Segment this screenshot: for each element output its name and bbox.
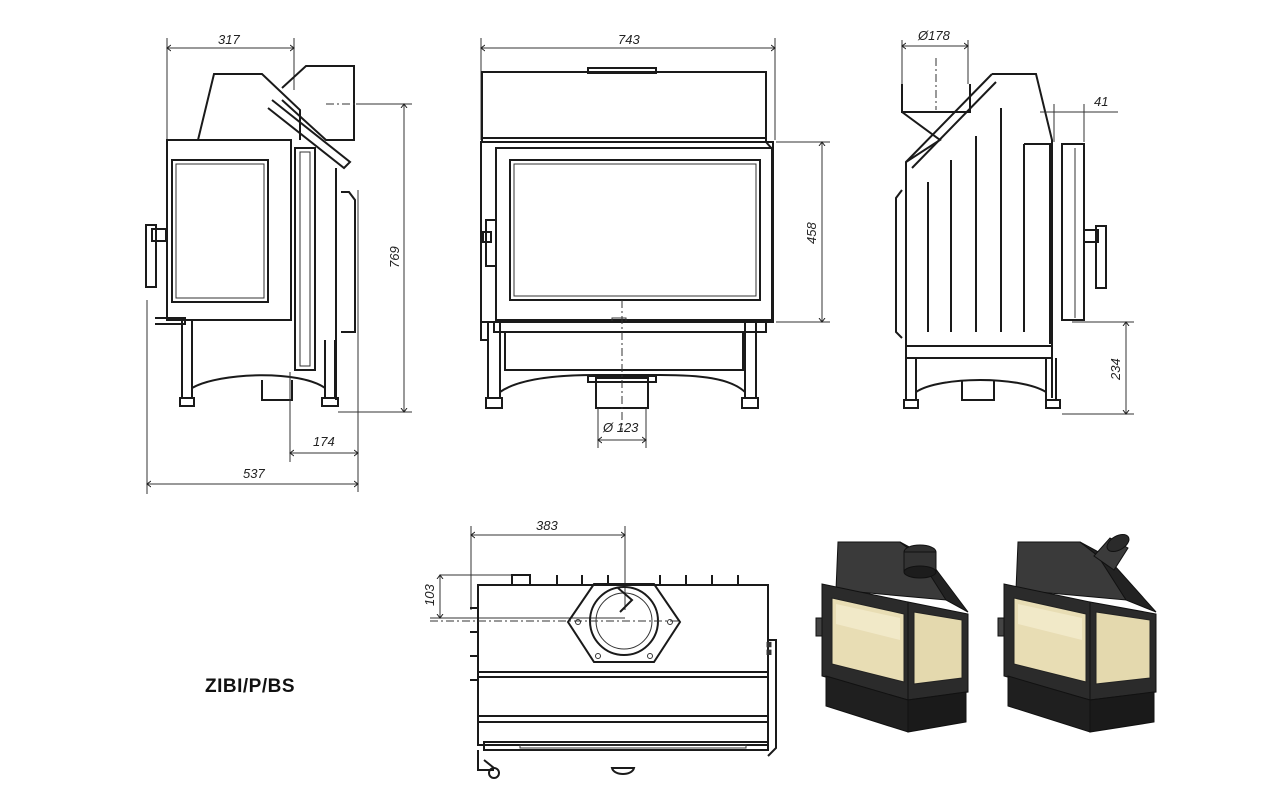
right-side-view: Ø178 41 [895, 28, 1134, 414]
dim-234: 234 [1108, 358, 1123, 381]
product-render-left [815, 541, 969, 733]
dim-383: 383 [536, 518, 558, 533]
dim-537: 537 [243, 466, 265, 481]
svg-text:≡ ≡: ≡ ≡ [764, 642, 774, 655]
dim-103: 103 [422, 584, 437, 606]
left-side-view: 317 769 [145, 32, 412, 494]
dim-743: 743 [618, 32, 640, 47]
dim-d123: Ø 123 [602, 420, 639, 435]
dim-769: 769 [387, 246, 402, 268]
dim-41: 41 [1094, 94, 1108, 109]
dim-317: 317 [218, 32, 240, 47]
dim-d178: Ø178 [917, 28, 951, 43]
front-view: 743 Ø 123 458 [480, 32, 830, 448]
model-name: ZIBI/P/BS [205, 676, 296, 697]
product-render-right [997, 533, 1157, 733]
dim-174: 174 [313, 434, 335, 449]
top-view: 383 103 ≡ ≡ [422, 518, 777, 779]
dim-458: 458 [804, 222, 819, 244]
